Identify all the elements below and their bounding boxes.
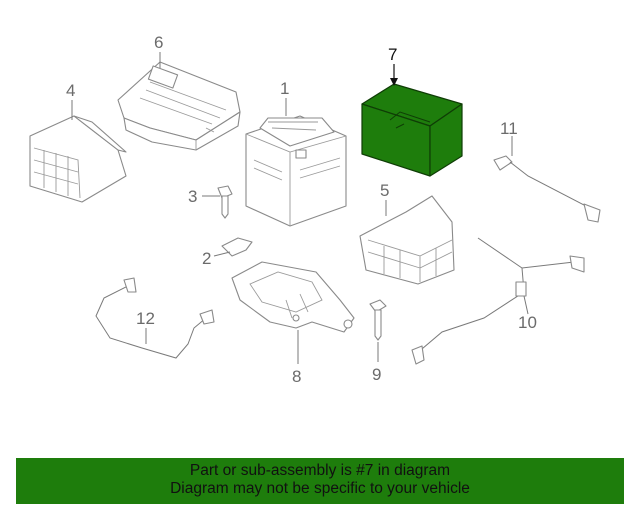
part-4-heat-shield [29, 115, 127, 203]
part-3-bolt [217, 185, 233, 219]
callout-11: 11 [500, 119, 518, 138]
info-banner: Part or sub-assembly is #7 in diagram Di… [16, 458, 624, 504]
banner-line-2: Diagram may not be specific to your vehi… [170, 480, 470, 497]
callout-10: 10 [518, 313, 537, 332]
part-7-side-face [429, 103, 463, 177]
part-1-battery [245, 115, 347, 227]
callout-9: 9 [372, 365, 381, 384]
part-5-battery-tray-box [359, 195, 455, 285]
callout-1: 1 [280, 79, 289, 98]
banner-line-1: Part or sub-assembly is #7 in diagram [189, 462, 451, 479]
callout-12: 12 [136, 309, 155, 328]
callout-8: 8 [292, 367, 301, 386]
part-12-negative-cable [95, 277, 215, 359]
part-11-ground-cable [493, 155, 601, 223]
callout-2: 2 [202, 249, 211, 268]
callout-6: 6 [154, 33, 163, 52]
callout-7: 7 [388, 45, 397, 64]
callout-5: 5 [380, 181, 389, 200]
part-2-hold-down-clamp [221, 237, 253, 257]
part-8-tray-bracket [231, 261, 355, 333]
part-7-insulator [361, 83, 463, 177]
part-10-positive-cable [411, 237, 585, 365]
leader-lines [71, 52, 529, 364]
callout-3: 3 [188, 187, 197, 206]
part-9-bolt [369, 299, 387, 341]
callout-4: 4 [66, 81, 75, 100]
part-6-battery-cover [117, 61, 241, 151]
